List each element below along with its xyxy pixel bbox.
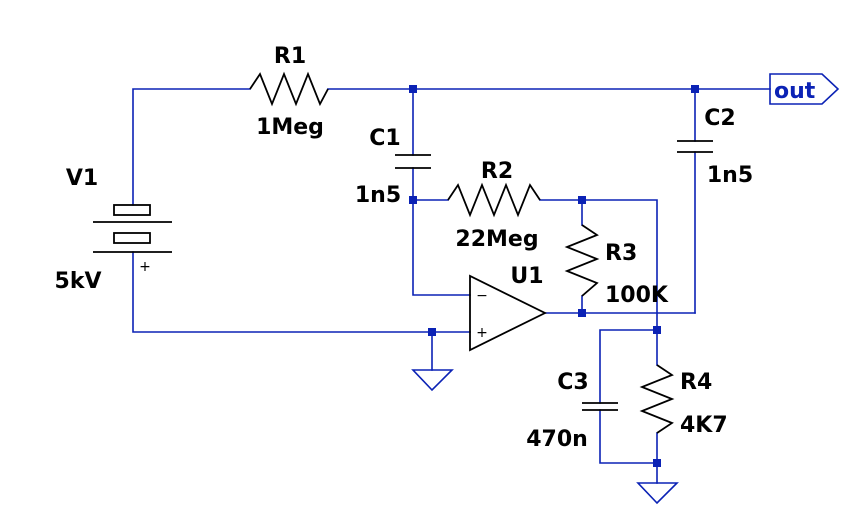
capacitor-c2[interactable]	[677, 140, 713, 153]
r3-ref-label: R3	[605, 241, 637, 266]
ground-symbol-1	[411, 369, 454, 392]
wire-r3-top-to-r4	[581, 199, 658, 366]
resistor-r1[interactable]	[249, 71, 329, 107]
capacitor-c1[interactable]	[395, 154, 431, 169]
capacitor-c3[interactable]	[582, 402, 618, 411]
wire-v1-to-r1	[132, 88, 251, 206]
components: + − + out	[93, 71, 840, 505]
wire-c3-bottom	[599, 409, 658, 464]
wire-v1-to-ground	[132, 251, 471, 333]
v1-ref-label: V1	[66, 166, 98, 191]
opamp-u1[interactable]: − +	[469, 274, 548, 352]
junction-node	[409, 85, 417, 93]
resistor-r4[interactable]	[639, 364, 675, 434]
r4-value-label: 4K7	[680, 413, 728, 438]
resistor-r3[interactable]	[564, 224, 600, 297]
junction-node	[691, 85, 699, 93]
junction-node	[409, 196, 417, 204]
wire-c1-to-inverting-input	[412, 199, 471, 296]
c2-ref-label: C2	[704, 106, 735, 131]
inverting-input-marker: −	[476, 288, 488, 304]
r2-ref-label: R2	[481, 159, 513, 184]
junction-node	[653, 326, 661, 334]
net-flag-out[interactable]: out	[769, 73, 840, 105]
r1-ref-label: R1	[274, 44, 306, 69]
resistor-r2[interactable]	[447, 182, 541, 218]
junction-nodes	[409, 85, 699, 467]
wires	[132, 88, 771, 484]
c3-ref-label: C3	[557, 370, 588, 395]
r3-value-label: 100K	[605, 283, 669, 308]
v1-plus-marker: +	[139, 259, 151, 275]
c3-value-label: 470n	[526, 427, 588, 452]
c1-ref-label: C1	[369, 126, 400, 151]
junction-node	[578, 309, 586, 317]
junction-node	[653, 459, 661, 467]
c1-value-label: 1n5	[355, 183, 401, 208]
r1-value-label: 1Meg	[256, 115, 324, 140]
r4-ref-label: R4	[680, 370, 712, 395]
v1-value-label: 5kV	[55, 269, 102, 294]
junction-node	[428, 328, 436, 336]
wire-c3-top	[599, 329, 658, 404]
voltage-source-v1[interactable]: +	[93, 204, 172, 275]
u1-ref-label: U1	[510, 264, 543, 289]
ground-symbol-2	[636, 482, 679, 505]
net-flag-out-label: out	[774, 79, 816, 104]
component-labels: R1 1Meg C1 1n5 C2 1n5 R2 22Meg R3 100K U…	[55, 44, 754, 452]
c2-value-label: 1n5	[707, 163, 753, 188]
noninverting-input-marker: +	[476, 325, 488, 341]
r2-value-label: 22Meg	[455, 227, 538, 252]
junction-node	[578, 196, 586, 204]
